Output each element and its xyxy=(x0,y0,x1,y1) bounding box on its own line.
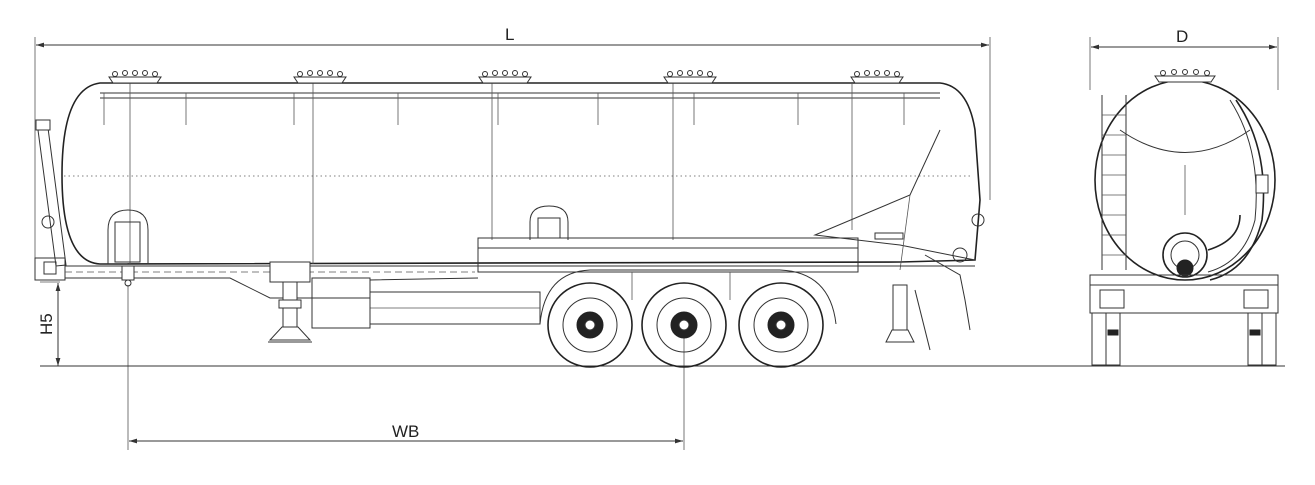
rear-view xyxy=(1089,69,1279,366)
dimension-wheelbase: WB xyxy=(127,285,685,450)
side-view xyxy=(34,70,985,368)
wheel-2 xyxy=(641,282,727,368)
dimension-length: L xyxy=(34,25,991,260)
manhole-lids xyxy=(108,70,904,84)
rear-ladder xyxy=(1101,95,1127,270)
tank-body xyxy=(61,82,981,265)
dimension-width: D xyxy=(1089,27,1279,90)
wheelbase-label: WB xyxy=(392,422,419,441)
length-label: L xyxy=(505,25,514,44)
dimension-height: H5 xyxy=(37,281,61,366)
wheel-1 xyxy=(547,282,633,368)
wheel-3 xyxy=(738,282,824,368)
height-label: H5 xyxy=(37,313,56,335)
width-label: D xyxy=(1176,27,1188,46)
landing-gear xyxy=(268,261,312,343)
